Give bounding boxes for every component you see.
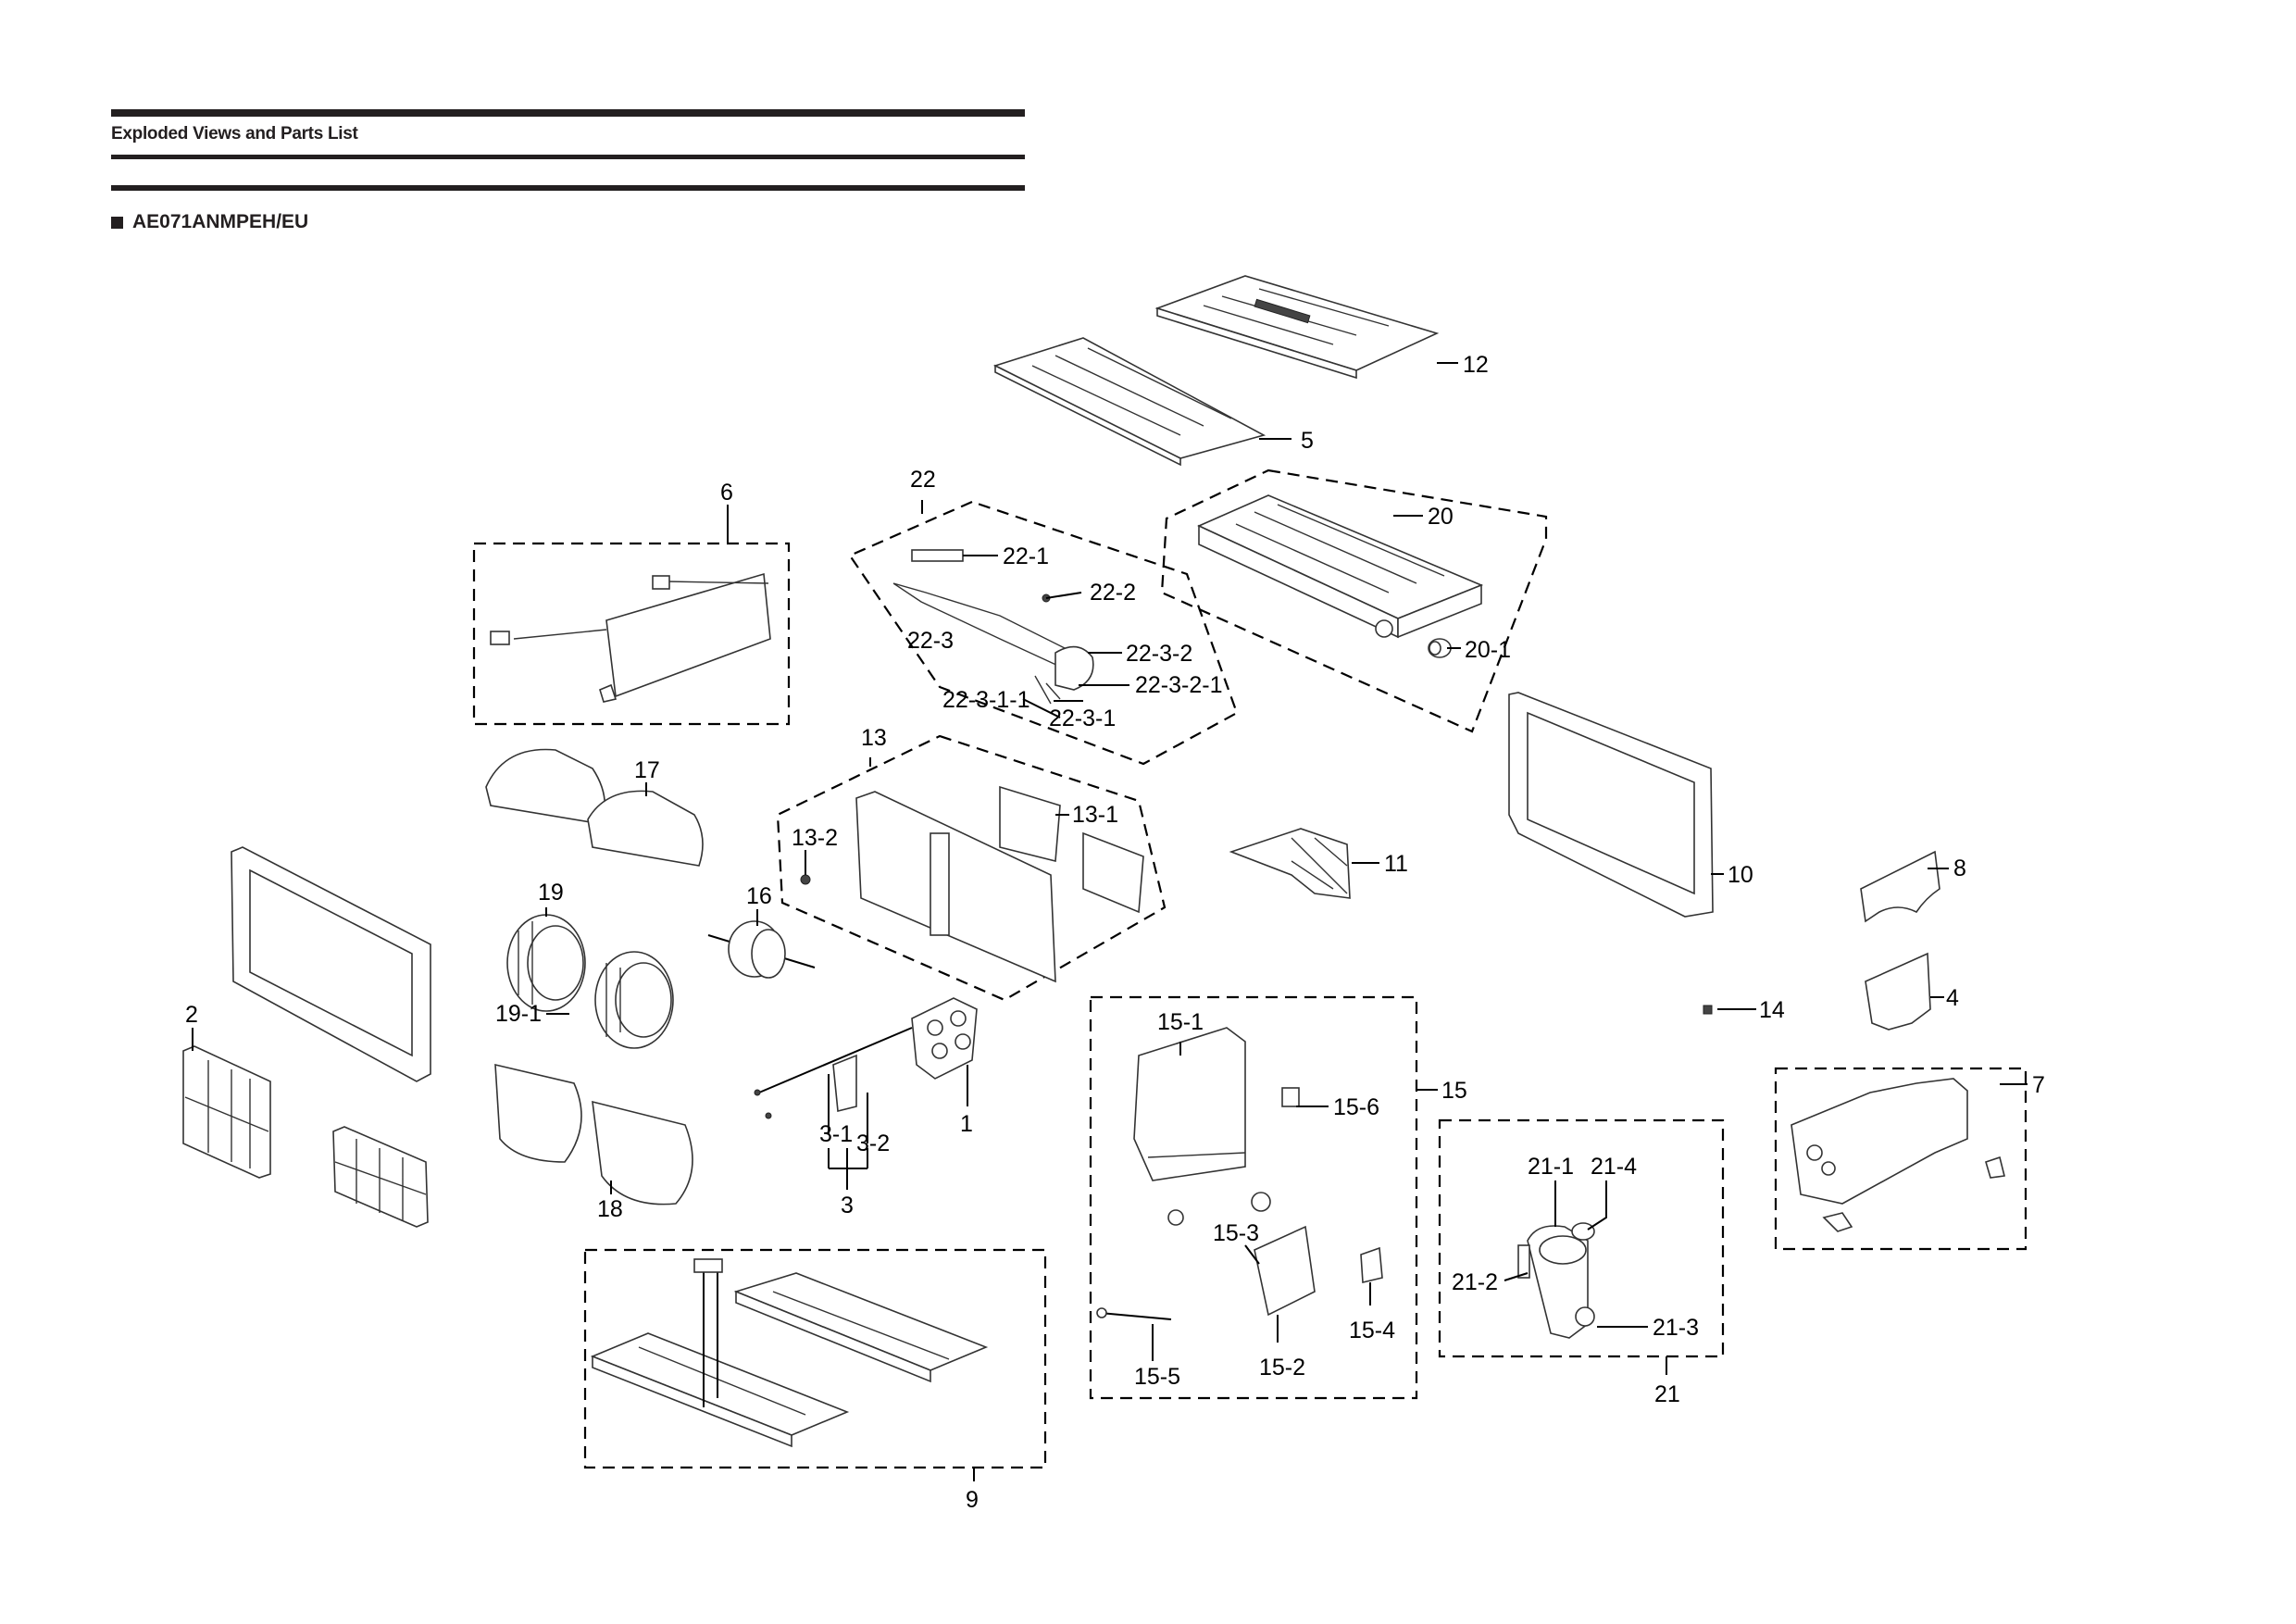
part-20-drain-pan [1197, 494, 1484, 639]
part-2-air-filters [182, 1045, 429, 1228]
callout-22: 22 [910, 467, 936, 493]
part-18-lower-casing [494, 1063, 693, 1206]
callout-14: 14 [1759, 997, 1785, 1023]
callout-19: 19 [538, 880, 564, 906]
section-title: Exploded Views and Parts List [111, 124, 358, 144]
callout-2: 2 [185, 1002, 198, 1028]
callout-3-2: 3-2 [856, 1131, 890, 1156]
callout-12: 12 [1463, 352, 1489, 378]
model-number: AE071ANMPEH/EU [132, 211, 309, 232]
callout-17: 17 [634, 757, 660, 783]
part-16-fan-motor [707, 920, 816, 979]
lower-rule [111, 185, 1025, 191]
callout-22-3-2-1: 22-3-2-1 [1135, 672, 1223, 698]
callout-13-2: 13-2 [792, 825, 838, 851]
part-10-frame [1508, 692, 1714, 918]
group-box-7 [1774, 1067, 2028, 1251]
group-box-6 [472, 542, 791, 726]
callout-labels: 12 5 20 20-1 22 22-1 22-2 22-3 22-3-2 22… [185, 352, 2045, 1513]
part-21-valve-assembly [1517, 1222, 1595, 1339]
callout-10: 10 [1728, 862, 1753, 888]
callout-22-3-1: 22-3-1 [1049, 706, 1116, 731]
callout-11: 11 [1384, 851, 1408, 877]
middle-rule [111, 155, 1025, 159]
part-6-panel [490, 572, 771, 703]
callout-20-1: 20-1 [1465, 637, 1511, 663]
callout-6: 6 [720, 480, 733, 506]
part-14-fastener [1703, 1005, 1713, 1015]
part-5-top-plate [992, 337, 1267, 467]
part-11-corner-bracket [1229, 828, 1351, 899]
part-front-frame [231, 846, 431, 1082]
callout-15-5: 15-5 [1134, 1364, 1180, 1390]
group-box-21 [1438, 1118, 1725, 1358]
callout-18: 18 [597, 1196, 623, 1222]
group-box-9 [583, 1248, 1047, 1469]
callout-13: 13 [861, 725, 887, 751]
callout-13-1: 13-1 [1072, 802, 1118, 828]
callout-1: 1 [960, 1111, 973, 1137]
callout-15: 15 [1441, 1078, 1467, 1104]
part-13-partition [800, 785, 1144, 983]
part-8-panel [1860, 850, 1940, 923]
callout-21-2: 21-2 [1452, 1269, 1498, 1295]
part-22-piping [892, 549, 1094, 705]
callout-4: 4 [1946, 985, 1959, 1011]
top-rule [111, 109, 1025, 117]
callout-21-1: 21-1 [1528, 1154, 1574, 1180]
callout-20: 20 [1428, 504, 1454, 530]
callout-7: 7 [2032, 1072, 2045, 1098]
group-box-22 [848, 500, 1239, 766]
callout-21: 21 [1654, 1381, 1680, 1407]
callout-19-1: 19-1 [495, 1001, 542, 1027]
callout-22-2: 22-2 [1090, 580, 1136, 606]
part-12-top-cover [1154, 275, 1440, 380]
model-heading: AE071ANMPEH/EU [111, 211, 308, 233]
group-box-20 [1160, 468, 1548, 733]
callout-15-6: 15-6 [1333, 1094, 1379, 1120]
part-7-side-panel [1791, 1078, 2005, 1232]
part-9-base-plates [590, 1258, 989, 1448]
bullet-square-icon [111, 216, 123, 229]
part-4-panel [1865, 952, 1931, 1031]
callout-15-1: 15-1 [1157, 1009, 1204, 1035]
callout-16: 16 [746, 883, 772, 909]
callout-3-1: 3-1 [819, 1121, 853, 1147]
callout-9: 9 [966, 1487, 979, 1513]
leader-lines [192, 362, 2028, 1481]
callout-15-3: 15-3 [1213, 1220, 1259, 1246]
part-17-upper-casing [485, 748, 704, 867]
callout-21-3: 21-3 [1653, 1315, 1699, 1341]
callout-22-1: 22-1 [1003, 543, 1049, 569]
callout-5: 5 [1301, 428, 1314, 454]
group-box-15 [1089, 995, 1418, 1400]
part-1-motor-bracket [754, 997, 978, 1119]
callout-22-3: 22-3 [907, 628, 954, 654]
callout-15-4: 15-4 [1349, 1318, 1395, 1343]
callout-3: 3 [841, 1193, 854, 1218]
callout-21-4: 21-4 [1591, 1154, 1637, 1180]
callout-22-3-1-1: 22-3-1-1 [942, 687, 1030, 713]
part-15-control-box [1096, 1027, 1383, 1320]
callout-22-3-2: 22-3-2 [1126, 641, 1192, 667]
callout-15-2: 15-2 [1259, 1355, 1305, 1380]
callout-8: 8 [1953, 856, 1966, 881]
part-19-blower-wheels [506, 914, 674, 1049]
